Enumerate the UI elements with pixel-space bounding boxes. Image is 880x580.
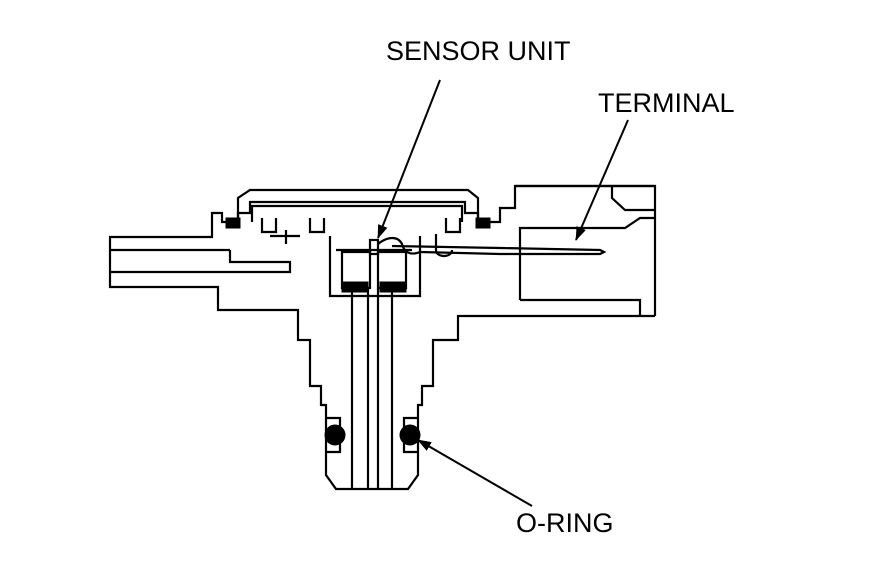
terminal-pin (391, 244, 607, 256)
sensor-unit-label: SENSOR UNIT (386, 36, 571, 66)
terminal-wire (377, 236, 421, 255)
connector-inner (518, 216, 655, 300)
terminal-hook (434, 234, 454, 258)
oring-right (399, 424, 421, 446)
cover-inner (250, 204, 464, 222)
clip-left (260, 218, 278, 234)
seal-right (475, 217, 491, 229)
clip-mid (308, 218, 326, 234)
connector-inner-bottom (520, 298, 642, 316)
o-ring-label: O-RING (516, 508, 614, 538)
leader-terminal (575, 119, 629, 241)
leader-sensor-unit (377, 79, 441, 239)
cross-line (270, 230, 300, 244)
connector-housing (515, 184, 657, 316)
sensor-base-left (341, 281, 369, 293)
cover-plate (236, 188, 480, 222)
connector-step (610, 186, 655, 212)
clip-right (444, 218, 462, 234)
sensor-base-right (379, 281, 407, 293)
housing-outline (108, 184, 655, 491)
terminal-label: TERMINAL (598, 88, 735, 118)
leader-o-ring (417, 439, 533, 507)
seal-left (225, 217, 241, 229)
sensor-chip (368, 238, 380, 256)
oring-left (324, 424, 346, 446)
sensor-cavity (328, 236, 422, 298)
nozzle-step (228, 250, 292, 274)
